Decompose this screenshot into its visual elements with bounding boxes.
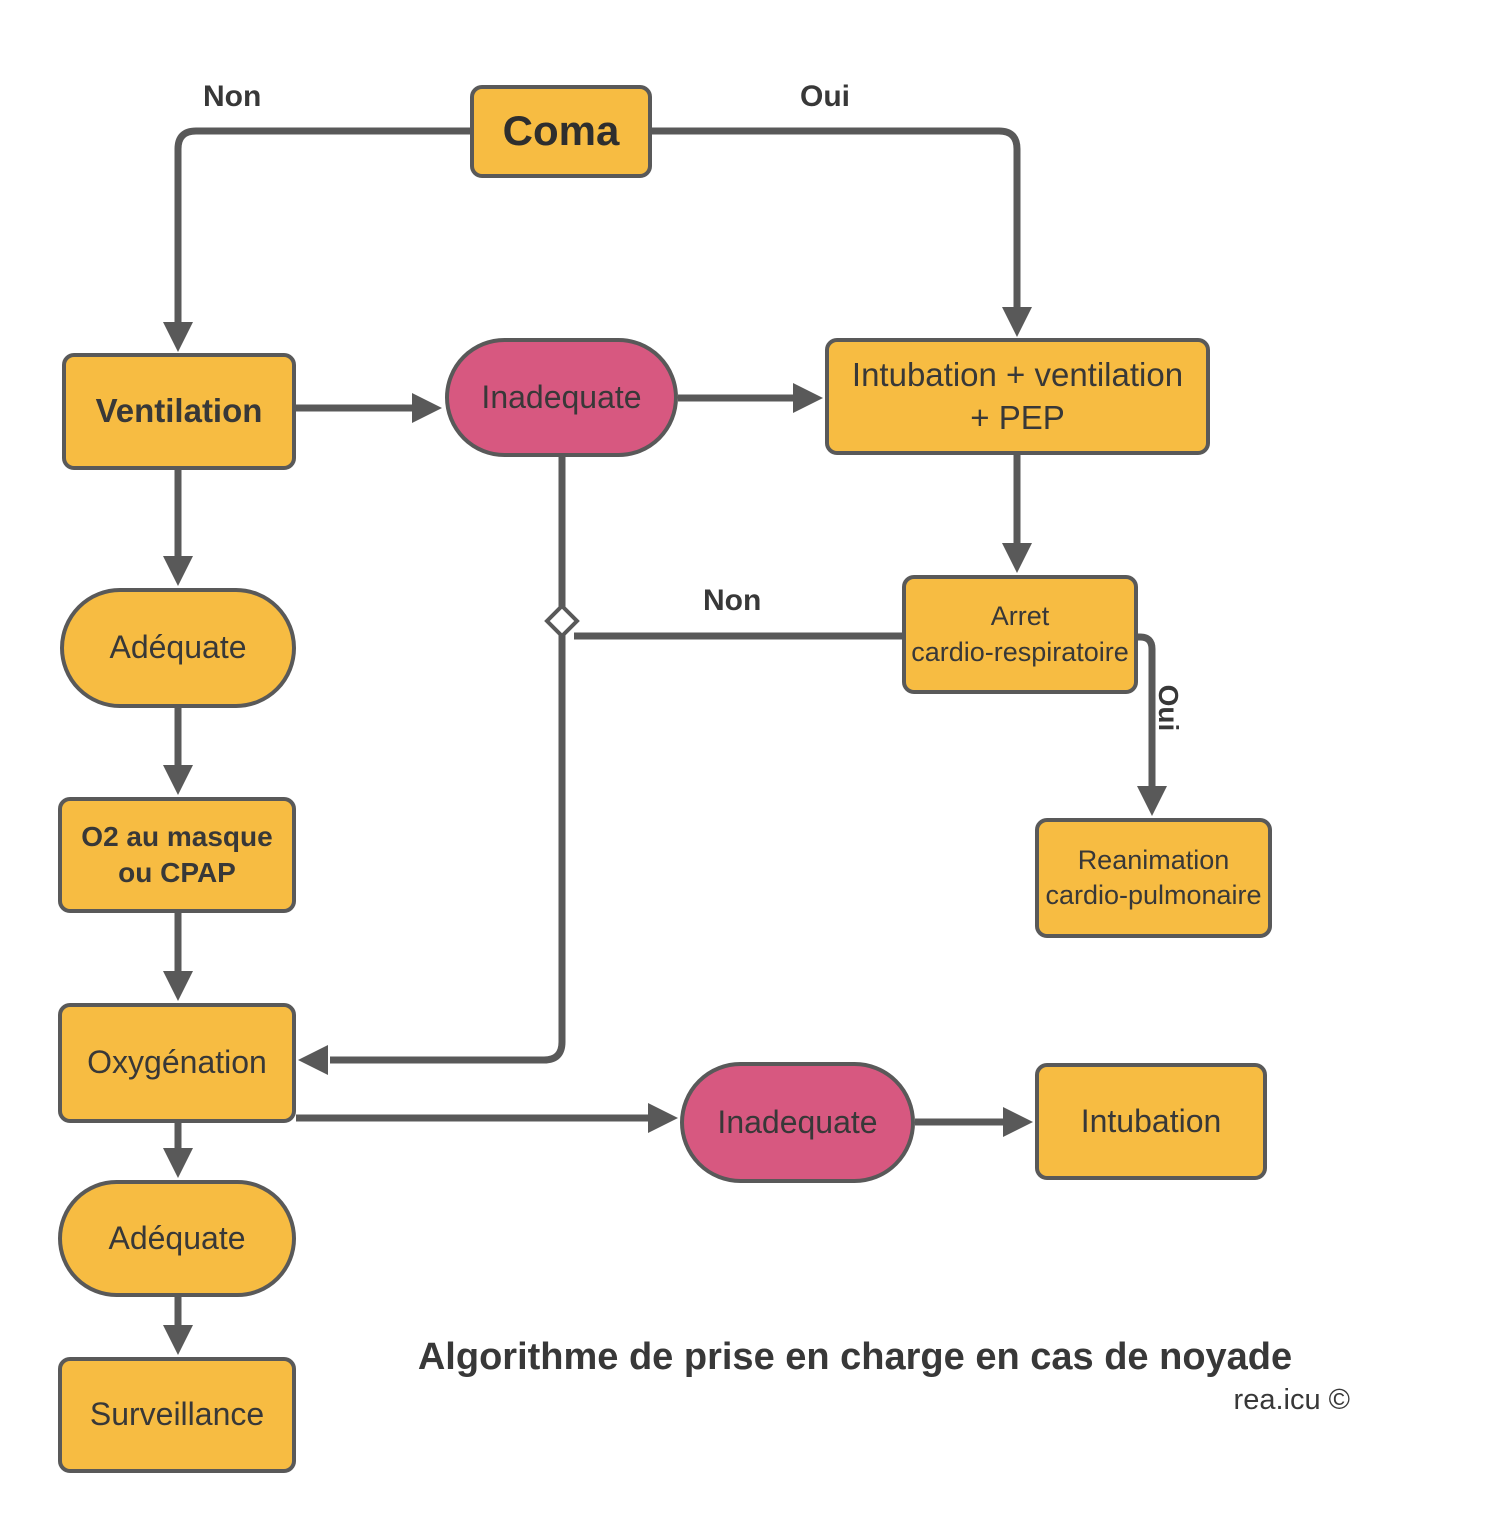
merge-diamond xyxy=(544,603,580,639)
edge-inadequate-to-intubation-pep xyxy=(678,383,823,413)
edge-label-oui-top: Oui xyxy=(800,80,850,113)
node-ventilation: Ventilation xyxy=(62,353,296,470)
edge-label-non-top: Non xyxy=(203,80,262,113)
edge-coma-to-intubation-pep xyxy=(650,127,1032,337)
node-intubation: Intubation xyxy=(1035,1063,1267,1180)
node-o2-masque-cpap: O2 au masque ou CPAP xyxy=(58,797,296,913)
edge-inadequate-to-oxygenation xyxy=(298,457,566,1075)
edge-inadequate-to-intubation xyxy=(915,1107,1033,1137)
edge-arret-oui-to-reanimation xyxy=(1137,633,1167,816)
node-inadequate-ventilation: Inadequate xyxy=(445,338,678,457)
diagram-credit: rea.icu © xyxy=(1233,1384,1350,1416)
edge-intubation-pep-to-arret xyxy=(1002,455,1032,573)
node-inadequate-oxygenation: Inadequate xyxy=(680,1062,915,1183)
node-arret-cardio-respiratoire: Arret cardio-respiratoire xyxy=(902,575,1138,694)
node-surveillance: Surveillance xyxy=(58,1357,296,1473)
node-adequate-oxygenation: Adéquate xyxy=(58,1180,296,1297)
node-coma: Coma xyxy=(470,85,652,178)
edge-oxygenation-to-adequate2 xyxy=(163,1123,193,1178)
edge-ventilation-to-adequate xyxy=(163,470,193,586)
edge-label-non-mid: Non xyxy=(703,584,762,617)
diagram-title: Algorithme de prise en charge en cas de … xyxy=(417,1336,1293,1378)
edge-adequate-to-o2 xyxy=(163,708,193,795)
node-adequate-ventilation: Adéquate xyxy=(60,588,296,708)
edge-coma-to-ventilation xyxy=(163,127,474,352)
node-reanimation-cardio-pulmonaire: Reanimation cardio-pulmonaire xyxy=(1035,818,1272,938)
edge-o2-to-oxygenation xyxy=(163,913,193,1001)
node-oxygenation: Oxygénation xyxy=(58,1003,296,1123)
edge-ventilation-to-inadequate xyxy=(296,393,442,423)
node-intubation-ventilation-pep: Intubation + ventilation + PEP xyxy=(825,338,1210,455)
edge-label-oui-right: Oui xyxy=(1153,684,1184,732)
edge-oxygenation-to-inadequate xyxy=(296,1103,678,1133)
edge-adequate2-to-surveillance xyxy=(163,1297,193,1355)
